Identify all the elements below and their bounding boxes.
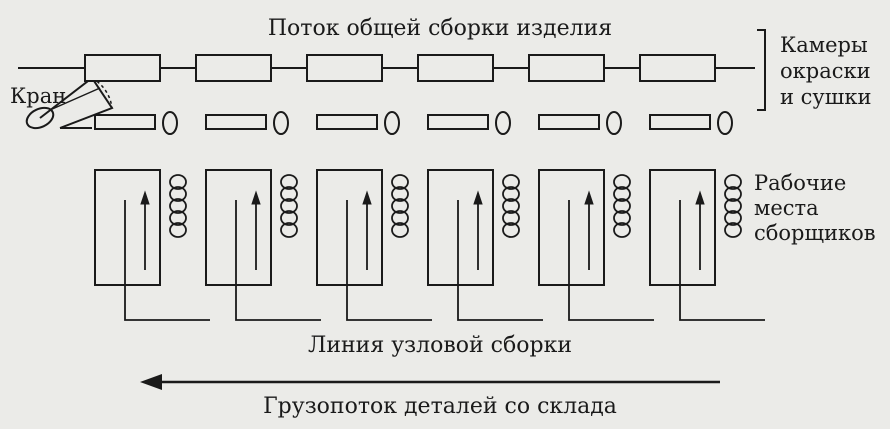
worker-circle (169, 222, 187, 238)
conveyor-box (195, 54, 272, 82)
worker-circle (280, 174, 298, 190)
crane-swing-arc (91, 77, 113, 109)
worker-circle (613, 210, 631, 226)
worker-circle (280, 222, 298, 238)
subassembly-feed-line (568, 200, 654, 321)
worker-circle (391, 186, 409, 202)
worker-circle (502, 222, 520, 238)
crane-symbol (25, 76, 114, 130)
paint-label-3: и сушки (780, 85, 871, 109)
worker-circle (724, 198, 742, 214)
workstations-group (94, 169, 765, 321)
worker-circle (613, 198, 631, 214)
worker-circle (724, 222, 742, 238)
worker-circle (502, 174, 520, 190)
worker-circle (169, 210, 187, 226)
conveyor-boxes-group (84, 54, 716, 82)
part-tray (94, 114, 156, 130)
part-tray (205, 114, 267, 130)
conveyor-box (417, 54, 494, 82)
part-tray (427, 114, 489, 130)
worker-circle (724, 174, 742, 190)
crane-pivot (25, 106, 55, 130)
worker-circle (613, 174, 631, 190)
part-container (606, 111, 622, 135)
worker-circle (502, 210, 520, 226)
crane-boom (39, 76, 114, 129)
worker-circle (280, 198, 298, 214)
worker-circle (169, 174, 187, 190)
parts-flow-label: Грузопоток деталей со склада (263, 394, 617, 419)
part-tray (316, 114, 378, 130)
subassembly-feed-line (235, 200, 321, 321)
part-tray (649, 114, 711, 130)
worker-circle (502, 198, 520, 214)
small-parts-row (94, 111, 733, 135)
worker-circle (169, 198, 187, 214)
workflow-arrowhead (584, 190, 594, 205)
workstation-frame (94, 169, 161, 286)
worker-circle (613, 186, 631, 202)
part-container (162, 111, 178, 135)
workstation-frame (316, 169, 383, 286)
workstation-frame (205, 169, 272, 286)
conveyor-box (639, 54, 716, 82)
worker-circle (724, 186, 742, 202)
worker-circle (280, 186, 298, 202)
worker-circle (613, 222, 631, 238)
subassembly-feed-line (679, 200, 765, 321)
workflow-arrowhead (362, 190, 372, 205)
workflow-arrowhead (473, 190, 483, 205)
part-container (495, 111, 511, 135)
part-container (384, 111, 400, 135)
workplaces-label-1: Рабочие (754, 171, 846, 195)
workstation-frame (538, 169, 605, 286)
workflow-arrowhead (695, 190, 705, 205)
crane-boom-inner (49, 87, 101, 111)
conveyor-box (306, 54, 383, 82)
worker-circle (169, 186, 187, 202)
worker-circle (502, 186, 520, 202)
conveyor-box (84, 54, 161, 82)
worker-circle (391, 198, 409, 214)
subassembly-feed-line (457, 200, 543, 321)
workstation-frame (649, 169, 716, 286)
worker-circle (391, 174, 409, 190)
workplaces-label-3: сборщиков (754, 221, 876, 245)
paint-chamber-bracket (757, 29, 766, 111)
part-container (717, 111, 733, 135)
subassembly-feed-line (124, 200, 210, 321)
workflow-arrowhead (251, 190, 261, 205)
paint-label-2: окраски (780, 59, 871, 83)
workflow-arrowhead (140, 190, 150, 205)
workstation-frame (427, 169, 494, 286)
parts-flow-arrowhead (140, 374, 162, 390)
part-tray (538, 114, 600, 130)
part-container (273, 111, 289, 135)
worker-circle (280, 210, 298, 226)
worker-circle (724, 210, 742, 226)
subassembly-line-label: Линия узловой сборки (308, 333, 572, 358)
conveyor-box (528, 54, 605, 82)
workplaces-label-2: места (754, 196, 819, 220)
worker-circle (391, 222, 409, 238)
main-flow-label: Поток общей сборки изделия (268, 16, 612, 41)
paint-label-1: Камеры (780, 33, 868, 57)
worker-circle (391, 210, 409, 226)
subassembly-feed-line (346, 200, 432, 321)
